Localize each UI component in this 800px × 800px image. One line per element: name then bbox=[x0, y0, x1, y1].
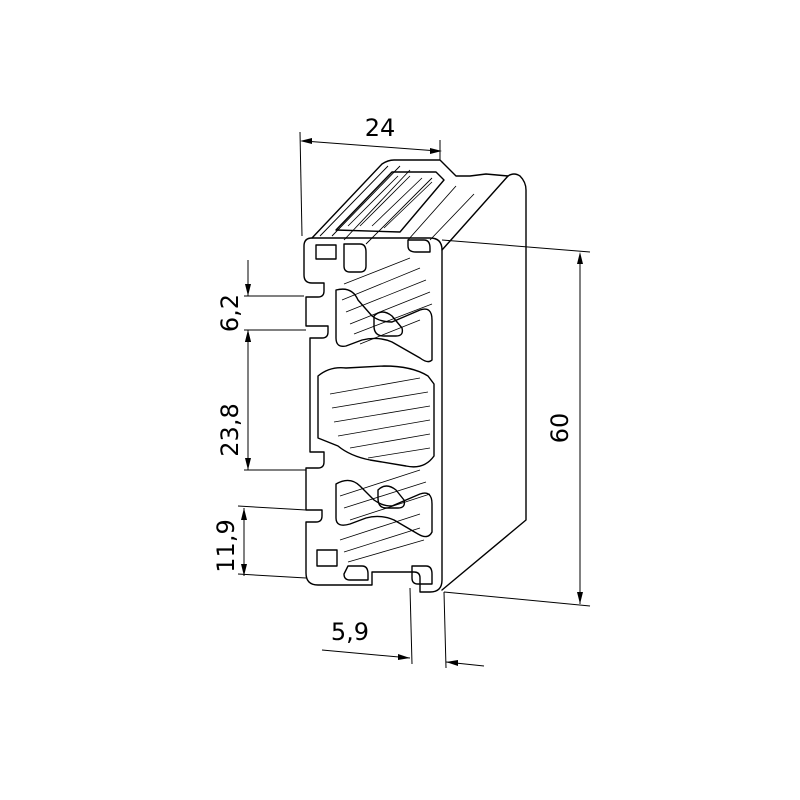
dim-label-slot-opening: 6,2 bbox=[216, 294, 244, 332]
dim-label-bottom-offset: 5,9 bbox=[331, 618, 369, 646]
hatch-upper-cavity bbox=[341, 257, 433, 345]
slot-lower-right bbox=[377, 485, 406, 509]
hatch-lower-cavity bbox=[339, 469, 431, 563]
top-rail-lines bbox=[319, 165, 475, 245]
hatch-middle-cavity bbox=[329, 377, 431, 459]
top-face-back-edge bbox=[311, 159, 509, 239]
profile-depth bbox=[311, 159, 527, 591]
dimension-middle-spacing: 23,8 bbox=[216, 330, 306, 471]
hatch-top-rail bbox=[347, 175, 433, 229]
side-face-right bbox=[441, 173, 527, 591]
dimension-bottom-offset: 5,9 bbox=[321, 587, 485, 669]
dimension-top-width: 24 bbox=[299, 114, 442, 237]
dim-label-middle-spacing: 23,8 bbox=[216, 403, 244, 456]
front-face-outline bbox=[303, 237, 443, 593]
cavity-middle bbox=[317, 365, 435, 468]
slot-bottom bbox=[343, 565, 369, 581]
profile-front-face bbox=[303, 237, 443, 593]
cavity-upper bbox=[335, 288, 433, 363]
cavity-lower bbox=[335, 479, 433, 538]
hollow-bottom-left bbox=[316, 549, 338, 567]
dimension-height: 60 bbox=[441, 239, 591, 607]
dim-label-top-width: 24 bbox=[365, 114, 396, 142]
slot-upper-right bbox=[373, 311, 404, 337]
slot-bottom-right bbox=[411, 565, 433, 585]
dim-label-bottom-spacing: 11,9 bbox=[212, 519, 240, 572]
slot-top bbox=[343, 243, 367, 273]
dim-label-height: 60 bbox=[546, 413, 574, 444]
hollow-top-left bbox=[315, 244, 337, 260]
dimension-bottom-spacing: 11,9 bbox=[212, 505, 307, 579]
top-rail-inner bbox=[335, 171, 445, 233]
dimension-slot-opening: 6,2 bbox=[216, 260, 306, 346]
hatch-shading bbox=[329, 175, 433, 563]
slot-top-right bbox=[407, 239, 431, 253]
